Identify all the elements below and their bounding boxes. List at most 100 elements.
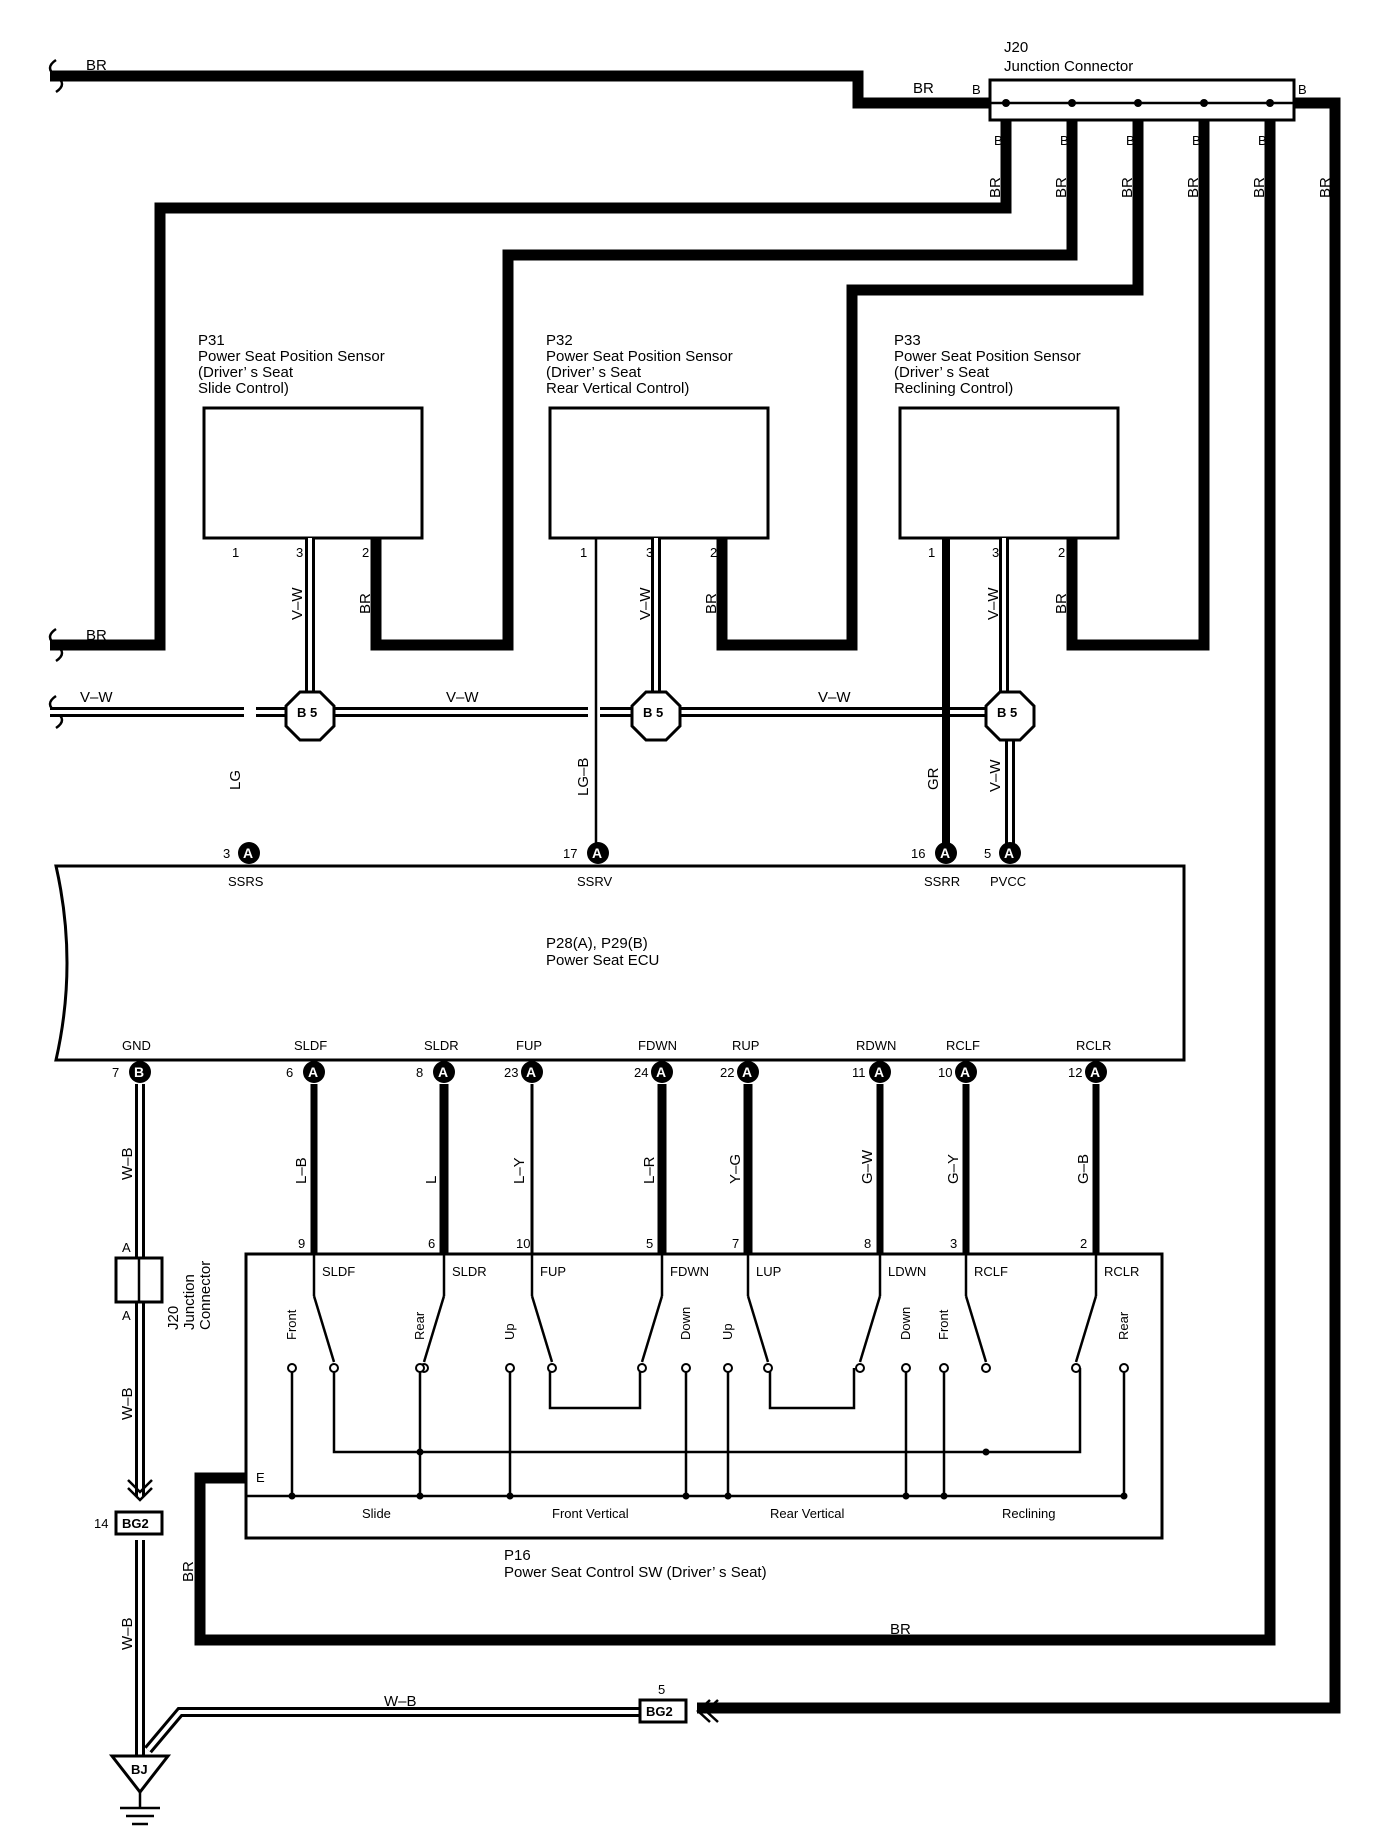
switch-pin-rclf: RCLF (974, 1264, 1008, 1279)
pin-name: RDWN (856, 1038, 896, 1053)
wire-label: GR (925, 767, 942, 790)
pin-connector: A (592, 845, 602, 861)
switch-contact (287, 1363, 297, 1373)
ecu-pin-fup (521, 1061, 543, 1083)
sensor-code: P31 (198, 332, 225, 349)
switch-contact (855, 1363, 865, 1373)
vw-bus: V–W V–W V–W V–W V–W V–W V–W (50, 538, 1015, 848)
pin-number: 1 (234, 1470, 241, 1485)
junction-dot (902, 1492, 910, 1500)
connector-code: BG2 (646, 1704, 673, 1719)
switch-arm (964, 1295, 988, 1363)
pin-number: 3 (646, 545, 653, 560)
ecu-switch-wires: B7L–BA6LA8L–YA23L–RA24Y–GA22G–WA11G–YA10… (112, 1061, 1139, 1500)
switch-contact (1119, 1363, 1129, 1373)
ecu-pin-ssrv: A 17 SSRV (563, 842, 612, 889)
switch-pin-sldf: SLDF (322, 1264, 355, 1279)
junction-mid-name: Connector (197, 1261, 214, 1330)
junction-dot (288, 1492, 296, 1500)
junction-connector-mid: A A J20 Junction Connector (114, 1240, 214, 1330)
pin-number: 24 (634, 1065, 648, 1080)
connector-number: 14 (94, 1516, 108, 1531)
pin-number: 2 (710, 545, 717, 560)
connector-number: 5 (658, 1682, 665, 1697)
switch-pin-number: 3 (950, 1236, 957, 1251)
pin-number: 3 (296, 545, 303, 560)
wire-label: V–W (987, 759, 1004, 792)
ecu-pin-fdwn (651, 1061, 673, 1083)
junction-dot (416, 1448, 424, 1456)
sensor-code: P32 (546, 332, 573, 349)
ground-wire-wb: W–B W–B W–B W–B (119, 1084, 640, 1758)
direction-label: Rear (1116, 1311, 1131, 1340)
pin-connector: A (656, 1064, 666, 1080)
pin-connector: B (134, 1064, 144, 1080)
switch-contact (1071, 1363, 1081, 1373)
sensor-name: Power Seat Position Sensor (198, 348, 385, 365)
pin-connector: A (526, 1064, 536, 1080)
ecu-pin-gnd (129, 1061, 151, 1083)
pin-name: FDWN (638, 1038, 677, 1053)
pin-connector: A (874, 1064, 884, 1080)
pin-label: A (122, 1240, 131, 1255)
wire-label: V–W (446, 689, 479, 706)
switch-arm (312, 1295, 336, 1363)
switch-arm (640, 1295, 664, 1363)
pin-number: 22 (720, 1065, 734, 1080)
sensor-name: (Driver’ s Seat (546, 364, 642, 381)
pin-label: E (256, 1470, 265, 1485)
pin-number: 3 (992, 545, 999, 560)
pin-number: 1 (232, 545, 239, 560)
pin-number: 1 (928, 545, 935, 560)
group-label: Reclining (1002, 1506, 1055, 1521)
switch-contact (547, 1363, 557, 1373)
pin-name: PVCC (990, 874, 1026, 889)
pin-connector: A (438, 1064, 448, 1080)
switch-pin-number: 8 (864, 1236, 871, 1251)
wire-label: W–B (119, 1387, 136, 1420)
switch-contact (329, 1363, 339, 1373)
wire-label: BR (86, 627, 107, 644)
junction-dot (682, 1492, 690, 1500)
switch-code: P16 (504, 1547, 531, 1564)
sensor-code: P33 (894, 332, 921, 349)
ecu-pin-rdwn (869, 1061, 891, 1083)
ecu-pin-rup (737, 1061, 759, 1083)
wire-label: BR (913, 80, 934, 97)
junction-top-code: J20 (1004, 39, 1028, 56)
direction-label: Up (502, 1323, 517, 1340)
pin-number: 3 (223, 846, 230, 861)
wire-label: V–W (818, 689, 851, 706)
br-labels: BR BR BR BR BR BR BR BR BR BR BR BR BR B… (86, 57, 1334, 1638)
wire-label: W–B (384, 1693, 417, 1710)
pin-name: RUP (732, 1038, 759, 1053)
pin-number: 10 (938, 1065, 952, 1080)
switch-contact (939, 1363, 949, 1373)
pin-connector: A (243, 845, 253, 861)
ecu-pin-sldr (433, 1061, 455, 1083)
splice-label: B 5 (997, 705, 1017, 720)
junction-pin-label: B (1060, 133, 1069, 148)
switch-pin-ldwn: LDWN (888, 1264, 926, 1279)
wire-label: V–W (289, 587, 306, 620)
switch-arm (1074, 1295, 1098, 1363)
pin-number: 8 (416, 1065, 423, 1080)
splice-label: B 5 (643, 705, 663, 720)
wire-label: BR (1053, 177, 1070, 198)
connector-code: BG2 (122, 1516, 149, 1531)
wire-label: LG–B (575, 758, 592, 796)
ground-connector-bg2-bottom: BG2 5 (638, 1682, 719, 1724)
wire-label: BR (987, 177, 1004, 198)
junction-pin-label: B (1192, 133, 1201, 148)
junction-dot (982, 1448, 990, 1456)
splice-b5: B 5 (984, 690, 1036, 742)
pin-number: 2 (1058, 545, 1065, 560)
sensor-name: Power Seat Position Sensor (546, 348, 733, 365)
junction-pin-label: B (994, 133, 1003, 148)
wire-label: V–W (80, 689, 113, 706)
switch-contact (901, 1363, 911, 1373)
wire-label: V–W (985, 587, 1002, 620)
pin-number: 16 (911, 846, 925, 861)
power-seat-ecu: P28(A), P29(B) Power Seat ECU (54, 864, 1186, 1062)
pin-connector: A (960, 1064, 970, 1080)
